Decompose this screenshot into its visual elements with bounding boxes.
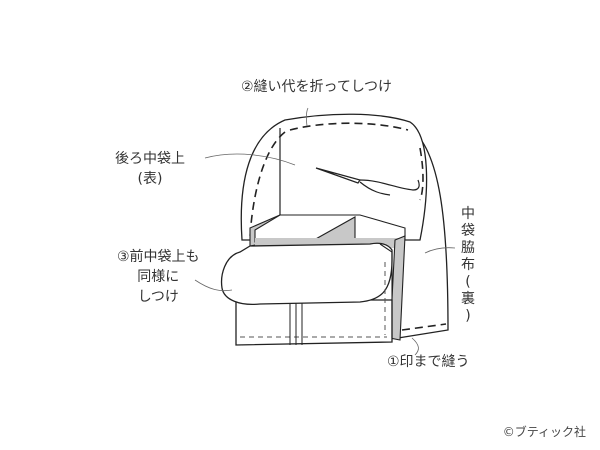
label-step2: ②縫い代を折ってしつけ	[241, 79, 393, 95]
label-step3-line1: ③前中袋上も	[117, 249, 200, 265]
char: 脇	[461, 240, 475, 256]
label-step1: ①印まで縫う	[387, 354, 470, 370]
basting-stitch-left	[249, 131, 286, 239]
char: (	[465, 274, 471, 290]
needle	[315, 167, 361, 184]
char: 布	[461, 257, 475, 273]
label-back-upper: 後ろ中袋上 (表)	[115, 149, 185, 189]
thread	[359, 179, 420, 196]
label-step3-line2: 同様に	[137, 269, 180, 285]
label-back-upper-line1: 後ろ中袋上	[115, 151, 185, 167]
char: )	[465, 308, 471, 324]
char: 裏	[461, 291, 475, 307]
label-side-panel: 中 袋 脇 布 ( 裏 )	[459, 206, 477, 325]
char: 中	[461, 206, 475, 222]
flap-right-edge	[379, 243, 393, 338]
leader-side	[424, 247, 456, 254]
leader-step2	[305, 107, 309, 127]
label-step3: ③前中袋上も 同様に しつけ	[117, 247, 200, 307]
front-flap	[220, 242, 393, 306]
center-seam	[289, 300, 303, 345]
leader-step1	[411, 337, 419, 356]
char: 袋	[461, 223, 475, 239]
side-stitch-bottom	[401, 323, 447, 331]
basting-stitch-top	[289, 122, 409, 131]
front-lower-body	[235, 299, 393, 346]
basting-stitch-right	[419, 147, 424, 201]
leader-back-upper	[204, 153, 296, 166]
label-step3-line3: しつけ	[137, 289, 179, 305]
copyright-credit: ©ブティック社	[502, 425, 586, 439]
leader-step3	[194, 279, 233, 292]
back-upper-panel	[240, 113, 428, 241]
label-back-upper-line2: (表)	[137, 171, 163, 187]
